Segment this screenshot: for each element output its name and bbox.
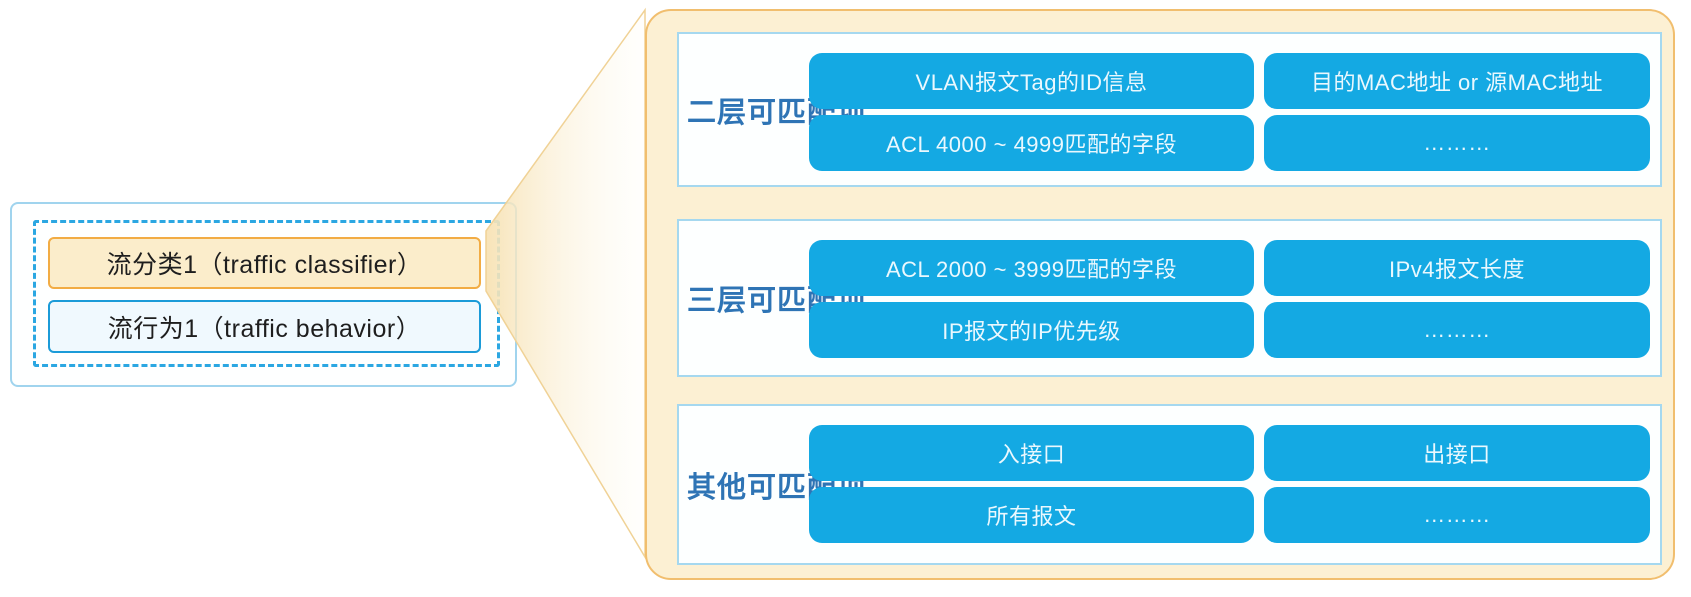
match-item-ellipsis: ……… [1264,302,1650,358]
section-layer2-items: VLAN报文Tag的ID信息 目的MAC地址 or 源MAC地址 ACL 400… [809,53,1650,171]
match-item-ellipsis: ……… [1264,115,1650,171]
section-layer3-items: ACL 2000 ~ 3999匹配的字段 IPv4报文长度 IP报文的IP优先级… [809,240,1650,358]
section-other: 其他可匹配项 入接口 出接口 所有报文 ……… [677,404,1662,565]
match-item: VLAN报文Tag的ID信息 [809,53,1254,109]
section-layer3: 三层可匹配项 ACL 2000 ~ 3999匹配的字段 IPv4报文长度 IP报… [677,219,1662,377]
match-item: 入接口 [809,425,1254,481]
match-item: ACL 4000 ~ 4999匹配的字段 [809,115,1254,171]
match-item-ellipsis: ……… [1264,487,1650,543]
match-item: 目的MAC地址 or 源MAC地址 [1264,53,1650,109]
funnel-shape [485,7,646,560]
match-item: ACL 2000 ~ 3999匹配的字段 [809,240,1254,296]
section-layer2: 二层可匹配项 VLAN报文Tag的ID信息 目的MAC地址 or 源MAC地址 … [677,32,1662,187]
traffic-classifier-label: 流分类1（traffic classifier） [106,251,423,279]
traffic-behavior-box: 流行为1（traffic behavior） [48,300,481,353]
match-item: IPv4报文长度 [1264,240,1650,296]
policy-outer-box [10,202,517,387]
match-item: IP报文的IP优先级 [809,302,1254,358]
traffic-behavior-label: 流行为1（traffic behavior） [107,314,422,343]
match-items-panel: 二层可匹配项 VLAN报文Tag的ID信息 目的MAC地址 or 源MAC地址 … [645,9,1675,580]
match-item: 所有报文 [809,487,1254,543]
funnel-polygon [485,7,646,560]
traffic-classifier-box: 流分类1（traffic classifier） [48,237,481,289]
match-item: 出接口 [1264,425,1650,481]
section-other-items: 入接口 出接口 所有报文 ……… [809,425,1650,543]
